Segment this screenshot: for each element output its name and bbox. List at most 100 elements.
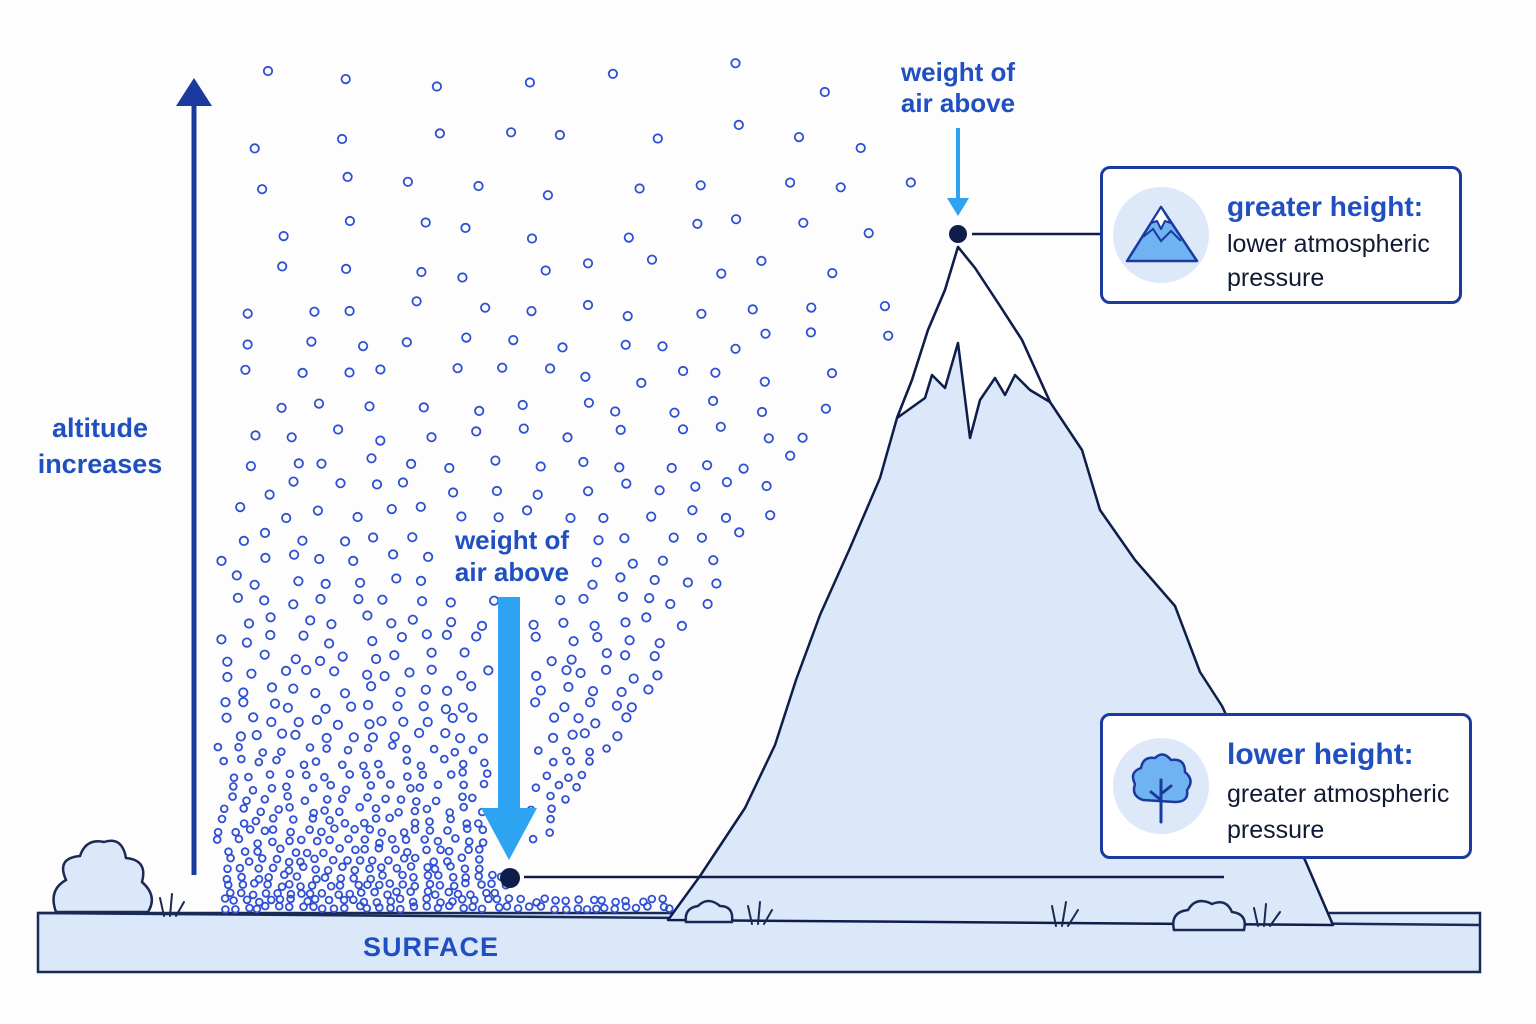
air-particle: [313, 398, 325, 409]
air-particle: [399, 828, 409, 837]
air-particle: [305, 889, 315, 898]
air-particle: [272, 755, 281, 765]
air-particle: [441, 685, 453, 697]
air-particle: [462, 819, 472, 828]
air-particle: [677, 424, 689, 435]
air-particle: [555, 594, 566, 606]
air-particle: [612, 731, 623, 742]
air-particle: [644, 592, 655, 604]
air-particle: [282, 782, 291, 791]
air-particle: [422, 551, 434, 563]
air-particle: [583, 397, 595, 408]
air-particle: [222, 671, 233, 683]
air-particle: [827, 267, 838, 279]
air-particle: [572, 782, 581, 792]
air-particle: [286, 827, 295, 837]
air-particle: [320, 806, 329, 815]
air-particle: [526, 305, 537, 317]
air-particle: [339, 536, 351, 547]
air-particle: [344, 215, 355, 227]
air-particle: [557, 342, 568, 353]
air-particle: [367, 635, 378, 647]
air-particle: [574, 895, 583, 904]
air-particle: [252, 904, 262, 914]
air-particle: [375, 838, 384, 848]
air-particle: [274, 901, 284, 911]
air-particle: [315, 593, 326, 605]
air-particle: [444, 462, 455, 474]
air-particle: [626, 702, 637, 713]
grass-tuft: [1051, 901, 1079, 927]
air-particle: [652, 133, 663, 144]
air-particle: [430, 864, 440, 874]
air-particle: [309, 902, 318, 911]
air-particle: [461, 878, 470, 888]
air-particle: [482, 769, 492, 778]
air-particle: [819, 86, 830, 98]
air-particle: [479, 779, 489, 789]
air-particle: [376, 770, 386, 779]
air-particle: [484, 894, 493, 904]
air-particle: [355, 802, 365, 812]
air-particle: [231, 570, 242, 581]
air-particle: [756, 406, 768, 418]
air-particle: [305, 743, 315, 752]
air-particle: [317, 888, 327, 898]
air-particle: [316, 458, 327, 469]
surface-label: SURFACE: [363, 932, 500, 962]
air-particle: [374, 843, 384, 853]
air-particle: [329, 666, 340, 677]
air-particle: [359, 818, 369, 828]
air-particle: [492, 894, 502, 904]
air-particle: [584, 697, 596, 708]
air-particle: [760, 328, 771, 339]
air-particle: [266, 716, 277, 728]
air-particle: [248, 785, 258, 795]
air-particle: [508, 334, 519, 346]
air-particle: [391, 573, 402, 584]
air-particle: [286, 889, 296, 899]
air-particle: [488, 870, 497, 880]
air-particle: [311, 714, 322, 726]
air-particle: [360, 844, 370, 854]
air-particle: [452, 363, 463, 374]
air-particle: [573, 713, 584, 724]
air-particle: [379, 670, 390, 682]
air-particle: [238, 697, 249, 708]
air-particle: [466, 890, 475, 899]
air-particle: [447, 487, 459, 498]
air-particle: [524, 77, 536, 88]
air-particle: [440, 728, 451, 739]
air-particle: [730, 343, 741, 354]
air-particle: [317, 827, 326, 837]
air-particle: [320, 703, 331, 715]
air-particle: [387, 549, 399, 560]
air-particle: [636, 377, 647, 388]
air-particle: [335, 844, 344, 853]
air-particle: [620, 339, 631, 350]
air-particle: [708, 555, 719, 566]
air-particle: [505, 127, 517, 138]
air-particle: [531, 783, 541, 792]
air-particle: [334, 807, 344, 817]
air-particle: [445, 616, 457, 628]
grass-tuft: [747, 901, 773, 925]
air-particle: [408, 897, 418, 907]
air-particle: [497, 362, 508, 373]
air-particle: [566, 756, 575, 766]
air-particle: [345, 701, 357, 712]
air-particle: [245, 903, 254, 913]
air-particle: [561, 795, 570, 804]
air-particle: [260, 552, 271, 564]
air-particle: [362, 699, 374, 711]
air-particle: [232, 592, 243, 603]
air-particle: [624, 635, 635, 646]
air-particle: [493, 512, 504, 523]
air-particle: [471, 631, 482, 642]
air-particle: [696, 308, 707, 319]
air-particle: [631, 903, 641, 913]
air-particle: [474, 855, 484, 864]
air-particle: [433, 903, 443, 913]
air-particle: [394, 807, 403, 817]
